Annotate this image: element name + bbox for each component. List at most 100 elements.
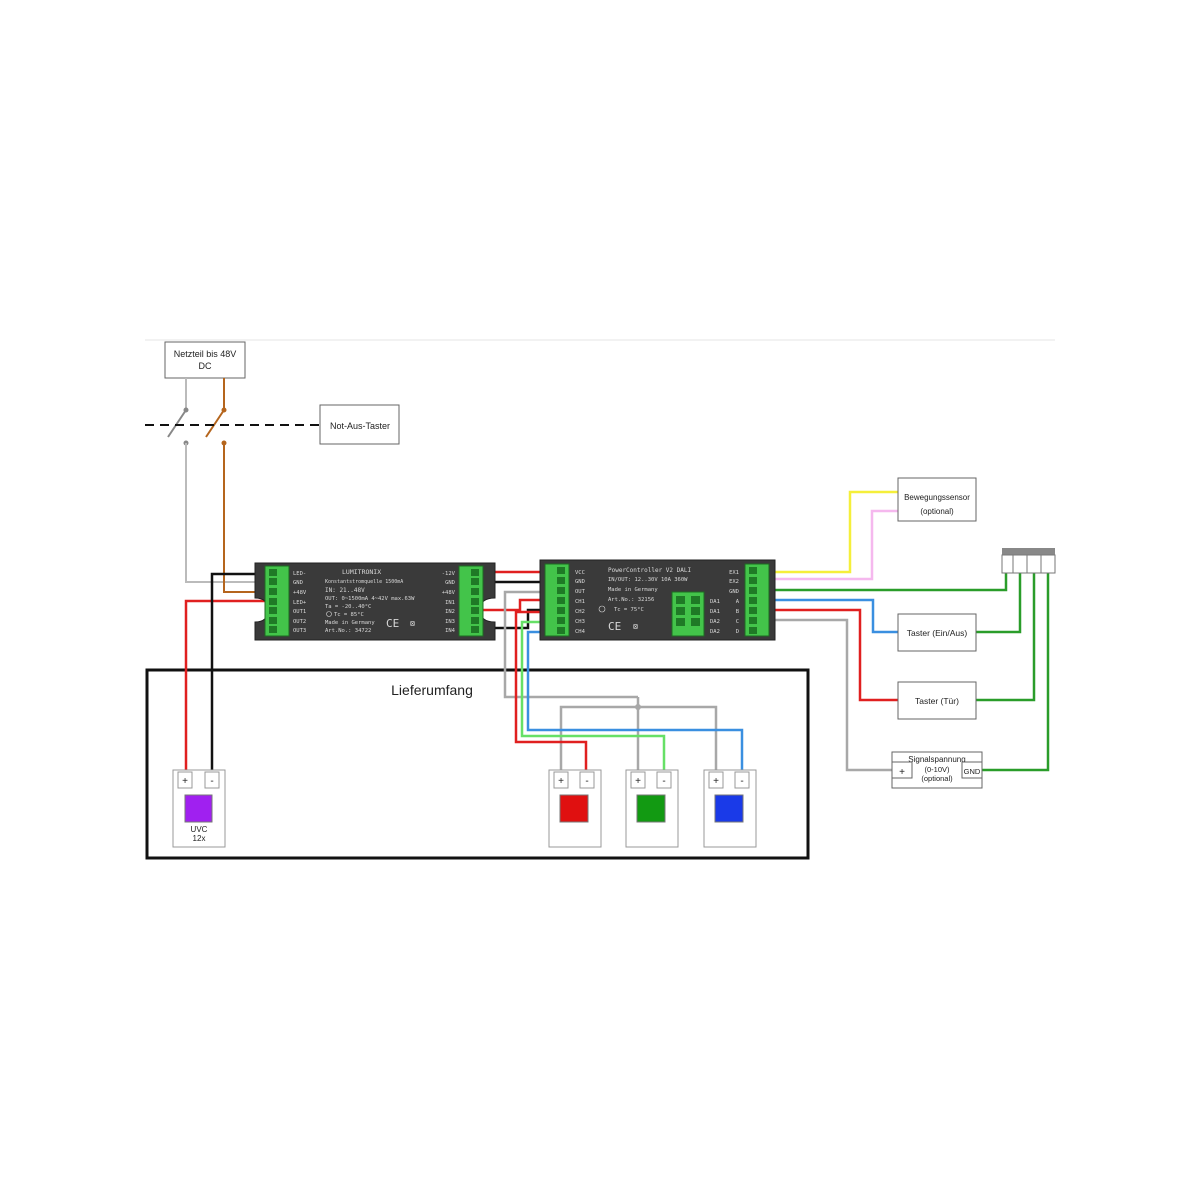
driver-left-pin: OUT2	[293, 619, 306, 625]
driver-title: Konstantstromquelle 1500mA	[325, 579, 403, 585]
red-plus: +	[558, 776, 564, 787]
power-supply-box[interactable]	[164, 341, 246, 379]
driver-out: OUT: 0~1500mA 4~42V max.63W	[325, 596, 415, 602]
controller-right-pin: EX2	[729, 579, 739, 585]
controller-right-pin: D	[736, 629, 739, 635]
controller-left-pin: CH3	[575, 619, 585, 625]
motion-sensor-note: (optional)	[920, 507, 954, 516]
motion-sensor-label: Bewegungssensor	[904, 493, 970, 502]
uvc-minus: -	[210, 776, 213, 787]
controller-left-pin: CH2	[575, 609, 585, 615]
driver-right-pin: IN3	[445, 619, 455, 625]
emergency-stop-label: Not-Aus-Taster	[330, 421, 390, 431]
controller-in-out: IN/OUT: 12..30V 10A 360W	[608, 577, 688, 583]
wire-yellow-sensor	[769, 490, 898, 574]
led-driver[interactable]: LUMITRONIX Konstantstromquelle 1500mA IN…	[254, 562, 496, 641]
wire-green-gnd	[769, 570, 1008, 592]
wire-pink-sensor	[769, 509, 898, 581]
signal-range-label: (0-10V)	[924, 765, 950, 774]
signal-plus: +	[899, 767, 905, 778]
ce-mark-icon: CE	[608, 620, 621, 633]
emergency-stop-box[interactable]	[319, 404, 400, 445]
driver-right-pin: IN4	[445, 628, 456, 634]
controller-right-pin: B	[736, 609, 740, 615]
uvc-plus: +	[182, 776, 188, 787]
led-chip-icon	[184, 794, 213, 823]
driver-left-pin: LED-	[293, 571, 306, 577]
signal-voltage-label: Signalspannung	[908, 755, 965, 764]
driver-ta: Ta = -20..40°C	[325, 604, 371, 610]
scope-label: Lieferumfang	[391, 682, 473, 698]
signal-gnd: GND	[964, 767, 981, 776]
driver-in: IN: 21..48V	[325, 587, 365, 594]
controller-tc: Tc = 75°C	[614, 607, 644, 613]
led-module-red[interactable]: + -	[548, 769, 602, 848]
power-controller[interactable]: PowerController V2 DALI IN/OUT: 12..30V …	[539, 559, 776, 641]
wire-green-ch	[520, 620, 666, 770]
button-on-off-label: Taster (Ein/Aus)	[907, 628, 968, 638]
dali-pin: DA1	[710, 609, 720, 615]
led-module-blue[interactable]: + -	[703, 769, 757, 848]
controller-left-pin: VCC	[575, 570, 585, 576]
driver-left-pin: OUT3	[293, 628, 306, 634]
wire-grey-common	[503, 590, 638, 699]
uvc-label: UVC	[191, 825, 208, 834]
controller-right-pin: GND	[729, 589, 739, 595]
driver-right-pin: GND	[445, 580, 455, 586]
green-minus: -	[662, 776, 665, 787]
wire-red-ch	[514, 610, 588, 770]
button-door-box[interactable]	[897, 681, 977, 720]
wire-red-door	[769, 608, 898, 702]
driver-right-pin: IN1	[445, 600, 455, 606]
led-chip-icon	[636, 794, 666, 823]
driver-left-pin: GND	[293, 580, 303, 586]
driver-tc: Tc = 85°C	[334, 612, 364, 618]
wire-red-uvc	[184, 599, 265, 770]
controller-art: Art.No.: 32156	[608, 597, 654, 603]
blue-plus: +	[713, 776, 719, 787]
driver-right-pin: -12V	[442, 571, 456, 577]
button-on-off-box[interactable]	[897, 613, 977, 652]
button-door-label: Taster (Tür)	[915, 696, 959, 706]
motion-sensor-box[interactable]	[897, 477, 977, 522]
wire-blue-ch	[526, 630, 744, 770]
led-chip-icon	[714, 794, 744, 823]
dali-pin: DA1	[710, 599, 720, 605]
led-module-green[interactable]: + -	[625, 769, 679, 848]
driver-made: Made in Germany	[325, 620, 375, 626]
controller-right-pin: A	[736, 599, 740, 605]
switch-icon[interactable]	[167, 409, 225, 438]
controller-right-pin: C	[736, 619, 739, 625]
weee-icon: ⊠	[633, 622, 638, 631]
driver-left-pin: LED+	[293, 600, 307, 606]
led-chip-icon	[559, 794, 589, 823]
controller-left-pin: CH4	[575, 629, 586, 635]
controller-left-pin: CH1	[575, 599, 585, 605]
controller-left-pin: OUT	[575, 589, 586, 595]
controller-right-pin: EX1	[729, 570, 739, 576]
driver-art: Art.No.: 34722	[325, 628, 371, 634]
driver-left-pin: OUT1	[293, 609, 306, 615]
dali-pin: DA2	[710, 629, 720, 635]
driver-right-pin: +48V	[442, 590, 456, 596]
led-module-uvc[interactable]: + - UVC 12x	[172, 769, 226, 848]
scope-box	[145, 668, 810, 860]
bus-connector-icon	[1001, 548, 1056, 574]
blue-minus: -	[740, 776, 743, 787]
driver-left-pin: +48V	[293, 590, 307, 596]
wire-blue-button	[769, 598, 898, 634]
red-minus: -	[585, 776, 588, 787]
green-plus: +	[635, 776, 641, 787]
wire-grey-signal	[769, 618, 892, 772]
uvc-count: 12x	[193, 834, 206, 843]
ce-mark-icon: CE	[386, 617, 399, 630]
weee-icon: ⊠	[410, 619, 415, 628]
wire-black-uvc	[210, 572, 265, 770]
controller-title: PowerController V2 DALI	[608, 567, 691, 574]
driver-brand-logo: LUMITRONIX	[342, 568, 381, 576]
driver-right-pin: IN2	[445, 609, 455, 615]
signal-note-label: (optional)	[921, 774, 953, 783]
controller-made: Made in Germany	[608, 587, 658, 593]
dali-pin: DA2	[710, 619, 720, 625]
